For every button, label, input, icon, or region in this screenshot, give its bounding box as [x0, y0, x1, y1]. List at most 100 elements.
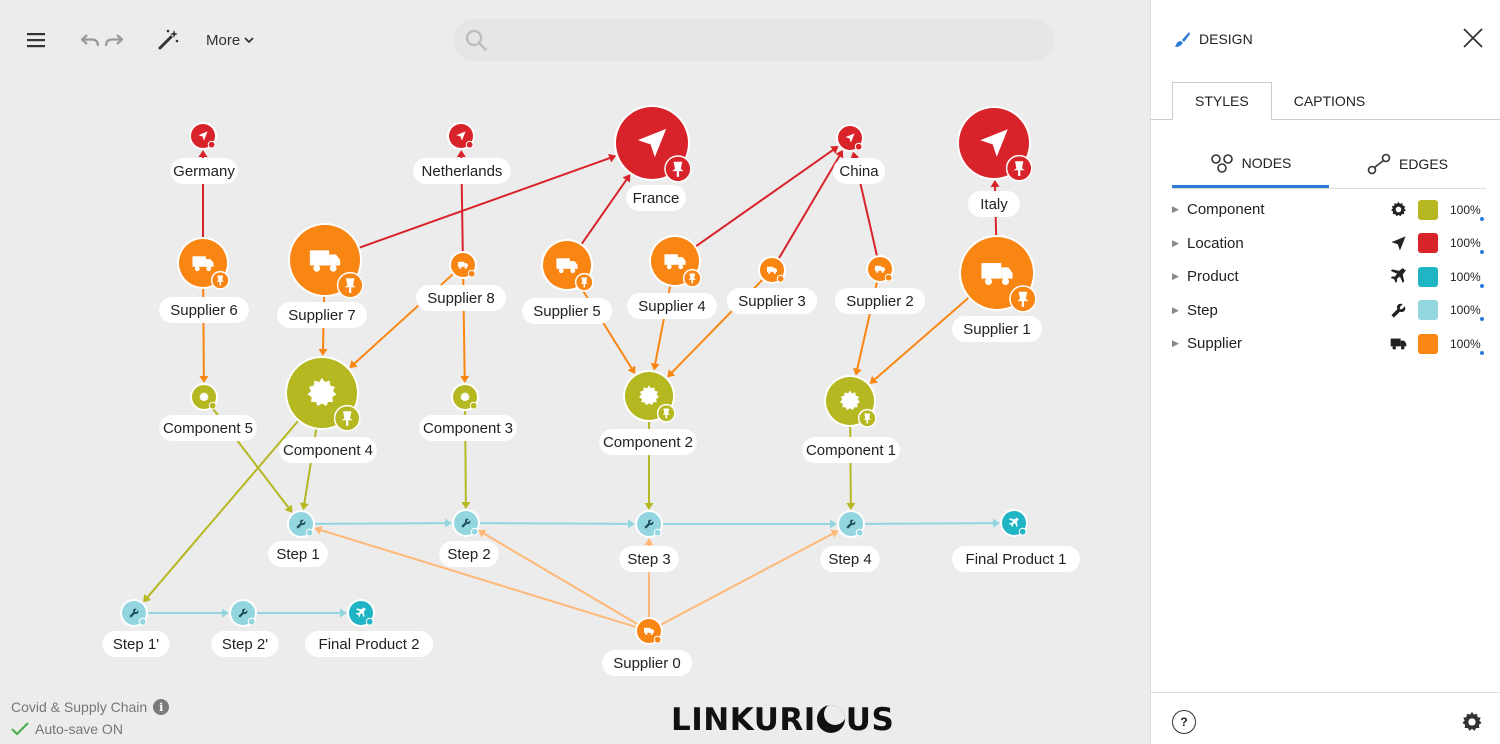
edge-s7-france[interactable] — [357, 153, 617, 250]
node-fp2[interactable]: Final Product 2 — [305, 599, 433, 657]
redo-button[interactable] — [104, 30, 124, 50]
color-swatch[interactable] — [1418, 233, 1438, 254]
edge-s0-st1[interactable] — [314, 525, 638, 629]
close-panel-button[interactable] — [1462, 27, 1484, 49]
edge-s0-st4[interactable] — [659, 529, 839, 627]
size-percent[interactable]: 100% — [1450, 303, 1486, 322]
node-china[interactable]: China — [833, 124, 885, 184]
node-germany[interactable]: Germany — [170, 122, 238, 184]
node-france[interactable]: France — [614, 105, 692, 211]
color-swatch[interactable] — [1418, 333, 1438, 354]
pin-dot — [854, 142, 863, 151]
color-swatch[interactable] — [1418, 300, 1438, 321]
node-st2[interactable]: Step 2 — [439, 509, 499, 567]
node-c1[interactable]: Component 1 — [802, 375, 900, 463]
edge-s1-c1[interactable] — [869, 295, 971, 384]
node-s4[interactable]: Supplier 4 — [627, 235, 717, 319]
more-menu-button[interactable]: More — [206, 28, 254, 52]
node-s3[interactable]: Supplier 3 — [727, 256, 817, 314]
node-fp1[interactable]: Final Product 1 — [952, 509, 1080, 572]
edge-c4-st1p[interactable] — [143, 418, 301, 603]
truck-icon — [766, 266, 778, 274]
info-icon[interactable]: i — [153, 699, 170, 715]
edge-s3-china[interactable] — [777, 150, 844, 261]
color-swatch[interactable] — [1418, 266, 1438, 287]
pin-icon — [672, 161, 684, 177]
node-st2p[interactable]: Step 2' — [211, 599, 279, 657]
edge-st2p-fp2[interactable] — [255, 608, 347, 618]
color-swatch[interactable] — [1418, 199, 1438, 220]
edge-st2-st3[interactable] — [477, 519, 636, 529]
truck-icon — [664, 254, 686, 270]
node-s0[interactable]: Supplier 0 — [602, 617, 692, 676]
search-bar[interactable] — [453, 19, 1055, 61]
pin-icon — [863, 413, 872, 424]
pin-dot — [467, 269, 476, 278]
panel-tabs: STYLES CAPTIONS — [1172, 82, 1387, 120]
pin-dot — [470, 527, 479, 536]
magic-wand-button[interactable] — [156, 28, 180, 52]
subtab-edges[interactable]: EDGES — [1329, 140, 1486, 188]
node-netherlands[interactable]: Netherlands — [413, 122, 511, 184]
size-percent[interactable]: 100% — [1450, 270, 1486, 288]
edge-s4-china[interactable] — [694, 146, 839, 249]
logo-text-end: US — [845, 702, 895, 738]
undo-button[interactable] — [80, 30, 100, 50]
edge-s5-france[interactable] — [579, 174, 631, 246]
node-s7[interactable]: Supplier 7 — [277, 223, 367, 328]
node-c2[interactable]: Component 2 — [599, 370, 697, 455]
node-label: Netherlands — [422, 163, 503, 180]
wrench-icon — [296, 519, 306, 529]
truck-icon — [457, 261, 469, 269]
node-italy[interactable]: Italy — [957, 106, 1033, 217]
node-s8[interactable]: Supplier 8 — [416, 251, 506, 311]
pin-dot — [776, 274, 785, 283]
edge-st1p-st2p[interactable] — [146, 608, 229, 618]
node-s6[interactable]: Supplier 6 — [159, 237, 249, 323]
edge-s0-st2[interactable] — [478, 529, 640, 626]
search-input[interactable] — [495, 31, 1035, 49]
node-label: Supplier 8 — [427, 290, 495, 307]
tab-captions[interactable]: CAPTIONS — [1293, 93, 1366, 109]
node-label: Italy — [980, 196, 1008, 213]
node-label-bg — [419, 415, 517, 441]
node-label-bg — [835, 288, 925, 314]
node-s5[interactable]: Supplier 5 — [522, 239, 612, 324]
edge-st3-st4[interactable] — [661, 519, 837, 529]
node-s1[interactable]: Supplier 1 — [952, 235, 1042, 342]
size-percent[interactable]: 100% — [1450, 337, 1486, 355]
node-label-bg — [833, 158, 885, 184]
tab-styles[interactable]: STYLES — [1172, 82, 1272, 120]
node-s2[interactable]: Supplier 2 — [835, 255, 925, 314]
size-percent[interactable]: 100% — [1450, 236, 1486, 255]
edge-st1-st2[interactable] — [312, 518, 453, 528]
node-label: Step 1 — [276, 546, 319, 563]
help-button[interactable]: ? — [1172, 710, 1196, 734]
node-st1p[interactable]: Step 1' — [102, 599, 170, 657]
node-c4[interactable]: Component 4 — [279, 356, 377, 463]
pin-dot — [208, 401, 217, 410]
size-percent[interactable]: 100% — [1450, 203, 1486, 221]
hamburger-menu-button[interactable] — [22, 26, 50, 54]
node-label-bg — [439, 541, 499, 567]
node-c3[interactable]: Component 3 — [419, 383, 517, 441]
airplane-icon — [1387, 268, 1409, 285]
subtab-nodes[interactable]: NODES — [1172, 140, 1329, 188]
edge-st4-fp1[interactable] — [862, 518, 1001, 528]
node-st1[interactable]: Step 1 — [268, 510, 328, 567]
category-name: Product — [1187, 268, 1239, 286]
settings-button[interactable] — [1461, 711, 1483, 733]
node-c5[interactable]: Component 5 — [159, 383, 257, 441]
node-st3[interactable]: Step 3 — [619, 510, 679, 572]
node-st4[interactable]: Step 4 — [820, 510, 880, 572]
truck-icon — [192, 256, 214, 272]
location-arrow-icon — [845, 133, 855, 143]
truck-icon — [1387, 335, 1409, 352]
